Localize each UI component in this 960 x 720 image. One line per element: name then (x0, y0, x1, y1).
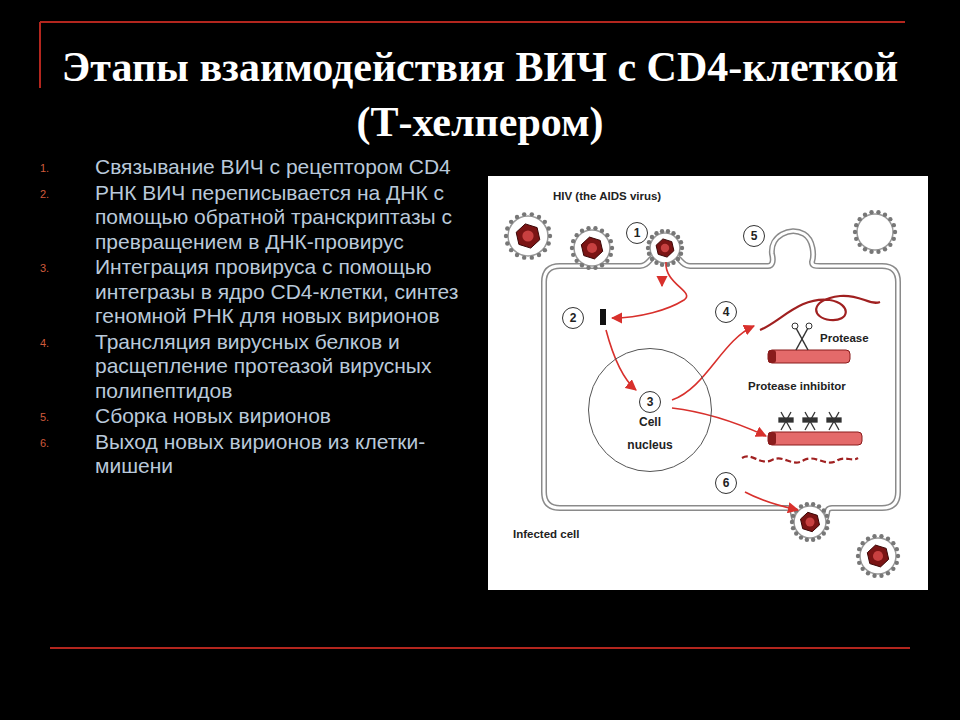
virions (504, 210, 900, 578)
diagram-label: HIV (the AIDS virus) (553, 190, 661, 202)
assembly-arrow (745, 492, 798, 510)
picture-panel (488, 176, 928, 590)
diagram-label: Protease inhibitor (748, 380, 846, 392)
step-number: 5. (40, 404, 95, 429)
step-row: 6.Выход новых вирионов из клетки-мишени (40, 430, 480, 479)
step-text: Трансляция вирусных белков и расщепление… (95, 330, 475, 404)
step-number: 4. (40, 330, 95, 404)
cell-nucleus: Cell nucleus 3 (588, 348, 712, 472)
viral-rna-loop (760, 296, 880, 330)
step-text: Выход новых вирионов из клетки-мишени (95, 430, 475, 479)
step-number: 1. (40, 155, 95, 180)
slide-title: Этапы взаимодействия ВИЧ с CD4-клеткой (… (60, 40, 900, 150)
callout-number: 5 (743, 225, 765, 247)
callout-number: 4 (715, 301, 737, 323)
nucleus-label: Cell nucleus (619, 411, 681, 457)
callout-number: 2 (562, 307, 584, 329)
callout-number: 6 (715, 472, 737, 494)
inhibited-polyprotein (768, 412, 862, 445)
step-row: 2.РНК ВИЧ переписывается на ДНК с помощь… (40, 181, 480, 255)
step-number: 3. (40, 255, 95, 329)
callout-number: 1 (626, 222, 648, 244)
step-text: Связывание ВИЧ с рецептором CD4 (95, 155, 475, 180)
cleaved-proteins (742, 456, 858, 462)
step-text: Интеграция провируса с помощью интегразы… (95, 255, 475, 329)
step-row: 1.Связывание ВИЧ с рецептором CD4 (40, 155, 480, 180)
cell-membrane (544, 231, 898, 527)
stage-arrows (606, 262, 766, 436)
diagram-label: Protease (820, 332, 869, 344)
step-number: 2. (40, 181, 95, 255)
callout-number: 3 (639, 391, 661, 413)
step-row: 5.Сборка новых вирионов (40, 404, 480, 429)
step-row: 4.Трансляция вирусных белков и расщеплен… (40, 330, 480, 404)
step-list: 1.Связывание ВИЧ с рецептором CD42.РНК В… (40, 155, 480, 479)
step-row: 3.Интеграция провируса с помощью интегра… (40, 255, 480, 329)
callout-text: 5 (751, 229, 758, 243)
callout-text: 1 (634, 226, 641, 240)
step-text: РНК ВИЧ переписывается на ДНК с помощью … (95, 181, 475, 255)
step-text: Сборка новых вирионов (95, 404, 475, 429)
diagram-label: Infected cell (513, 528, 579, 540)
provirus-dna (600, 309, 606, 325)
callout-text: 4 (723, 305, 730, 319)
callout-text: 3 (647, 395, 654, 409)
callout-text: 2 (570, 311, 577, 325)
callout-text: 6 (723, 476, 730, 490)
step-number: 6. (40, 430, 95, 479)
